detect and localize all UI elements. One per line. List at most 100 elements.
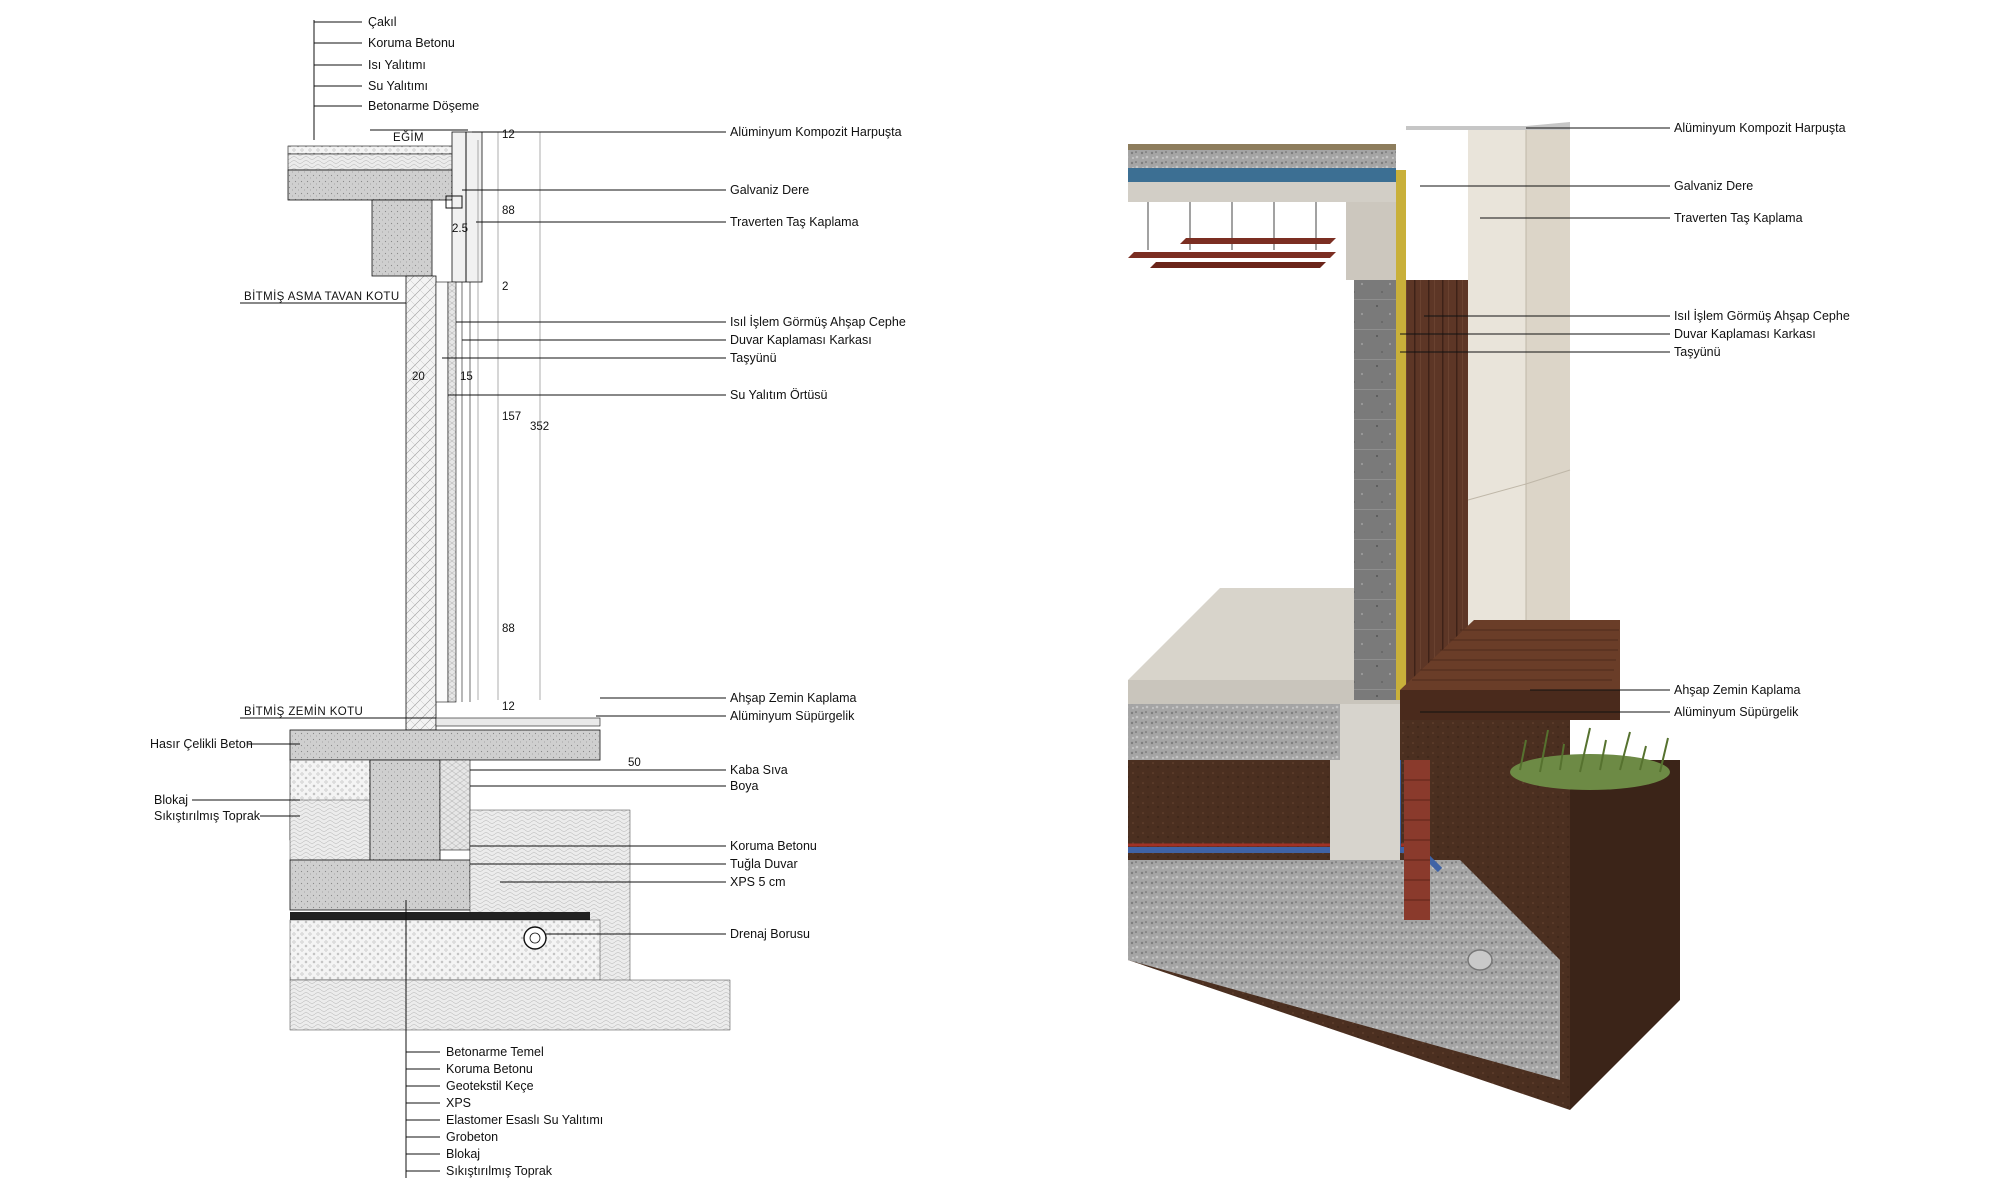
render-ceiling-joist-1 — [1128, 252, 1336, 258]
bottom-label-7: Blokaj — [446, 1147, 480, 1161]
render-brick-joints — [1404, 779, 1430, 901]
section-label-gutter: Galvaniz Dere — [730, 183, 809, 197]
roof-slab — [287, 169, 469, 201]
section-label-wood-floor: Ahşap Zemin Kaplama — [730, 691, 857, 705]
top-label-5: Betonarme Döşeme — [368, 99, 479, 113]
brick-protection-wall — [439, 759, 471, 851]
section-label-paint: Boya — [730, 779, 759, 793]
dim-gap-small: 2 — [502, 281, 508, 293]
section-label-rockwool: Taşyünü — [730, 351, 777, 365]
compacted-soil-bottom — [289, 979, 731, 1031]
dim-parapet-height: 88 — [502, 205, 515, 217]
render-ceiling-hangers — [1147, 202, 1317, 250]
render-label-harpusta: Alüminyum Kompozit Harpuşta — [1674, 121, 1846, 135]
bottom-label-3: Geotekstil Keçe — [446, 1079, 534, 1093]
render-ceiling-joist-2 — [1180, 238, 1336, 244]
render-travertine-front — [1468, 130, 1526, 700]
render-ceiling-joist-3 — [1150, 262, 1326, 268]
section-label-xps: XPS 5 cm — [730, 875, 786, 889]
bottom-label-5: Elastomer Esaslı Su Yalıtımı — [446, 1113, 603, 1127]
top-leader-ticks — [314, 21, 362, 107]
section-label-blockage: Blokaj — [154, 793, 188, 807]
render-foundation — [1330, 700, 1400, 860]
render-roof-insulation — [1128, 168, 1396, 182]
parapet-cladding — [451, 131, 483, 283]
render-roof-top — [1128, 144, 1396, 150]
dim-footing-depth: 50 — [628, 757, 641, 769]
render-grass — [1510, 727, 1670, 790]
section-label-travertine: Traverten Taş Kaplama — [730, 215, 859, 229]
render-label-skirting: Alüminyum Süpürgelik — [1674, 705, 1799, 719]
wood-facade — [447, 281, 457, 703]
section-label-plaster: Kaba Sıva — [730, 763, 788, 777]
floor-slab — [289, 729, 601, 761]
bottom-leader-ticks — [406, 1051, 440, 1172]
render-leaders — [1400, 127, 1670, 713]
render-roof-slab — [1128, 182, 1396, 202]
render-deck-front — [1400, 690, 1620, 720]
section-label-brick-wall: Tuğla Duvar — [730, 857, 798, 871]
bottom-label-4: XPS — [446, 1096, 471, 1110]
section-label-skirting: Alüminyum Süpürgelik — [730, 709, 855, 723]
dimension-lines — [477, 132, 499, 700]
section-label-frame: Duvar Kaplaması Karkası — [730, 333, 872, 347]
bottom-label-2: Koruma Betonu — [446, 1062, 533, 1076]
render-label-rockwool: Taşyünü — [1674, 345, 1721, 359]
render-3d: Alüminyum Kompozit Harpuşta Galvaniz Der… — [1128, 121, 1850, 1110]
top-label-1: Çakıl — [368, 15, 396, 29]
section-label-protection-concrete: Koruma Betonu — [730, 839, 817, 853]
dim-wall-right: 15 — [460, 371, 473, 383]
section-label-membrane: Su Yalıtım Örtüsü — [730, 388, 828, 402]
dim-parapet-small: 2.5 — [452, 223, 468, 235]
bottom-label-8: Sıkıştırılmış Toprak — [446, 1164, 553, 1178]
wall-insulation — [435, 281, 449, 703]
render-travertine-side — [1526, 130, 1570, 650]
section-left-leaders — [192, 743, 300, 817]
dim-cladding-lower: 88 — [502, 623, 515, 635]
dim-total-height: 352 — [530, 421, 549, 433]
concrete-wall — [405, 275, 437, 731]
roof-beam — [371, 199, 433, 277]
section-label-wood-facade: Isıl İşlem Görmüş Ahşap Cephe — [730, 315, 906, 329]
section-label-mesh-concrete: Hasır Çelikli Beton — [150, 737, 253, 751]
section-label-harpusta: Alüminyum Kompozit Harpuşta — [730, 125, 902, 139]
section-right-leaders — [442, 131, 726, 935]
dim-parapet-top: 12 — [502, 129, 515, 141]
section-label-drainage: Drenaj Borusu — [730, 927, 810, 941]
wood-floor — [435, 717, 601, 727]
render-label-frame: Duvar Kaplaması Karkası — [1674, 327, 1816, 341]
galvanized-gutter — [445, 195, 463, 209]
render-label-travertine: Traverten Taş Kaplama — [1674, 211, 1803, 225]
lean-concrete — [290, 912, 590, 920]
roof-gravel-layer — [287, 145, 469, 155]
top-label-4: Su Yalıtımı — [368, 79, 428, 93]
ceiling-level-label: BİTMİŞ ASMA TAVAN KOTU — [244, 290, 400, 303]
render-label-wood-floor: Ahşap Zemin Kaplama — [1674, 683, 1801, 697]
compacted-soil-left — [289, 799, 371, 861]
render-roof-gravel — [1128, 150, 1396, 168]
blockage-bottom — [289, 919, 601, 981]
render-label-gutter: Galvaniz Dere — [1674, 179, 1753, 193]
bottom-label-6: Grobeton — [446, 1130, 498, 1144]
section-drawing: Çakıl Koruma Betonu Isı Yalıtımı Su Yalı… — [150, 15, 906, 1178]
render-soil-band — [1128, 760, 1330, 840]
render-gravel-lower — [1128, 860, 1560, 1080]
floor-level-label: BİTMİŞ ZEMİN KOTU — [244, 705, 363, 718]
top-label-3: Isı Yalıtımı — [368, 58, 426, 72]
render-deck-boards — [1412, 629, 1619, 681]
slope-label: EĞİM — [393, 131, 424, 144]
render-roof-beam — [1346, 202, 1396, 280]
section-label-compacted-soil: Sıkıştırılmış Toprak — [154, 809, 261, 823]
bottom-label-1: Betonarme Temel — [446, 1045, 544, 1059]
render-drain-pipe — [1467, 949, 1493, 971]
roof-insulation-layer — [287, 153, 469, 171]
drainage-pipe-inner — [529, 932, 541, 944]
drainage-pipe — [523, 926, 547, 950]
render-harpusta — [1406, 122, 1570, 130]
dim-floor-gap: 12 — [502, 701, 515, 713]
render-insulation — [1396, 170, 1406, 700]
render-label-wood-facade: Isıl İşlem Görmüş Ahşap Cephe — [1674, 309, 1850, 323]
foundation-footing — [289, 859, 491, 911]
render-floor-front — [1128, 680, 1400, 704]
